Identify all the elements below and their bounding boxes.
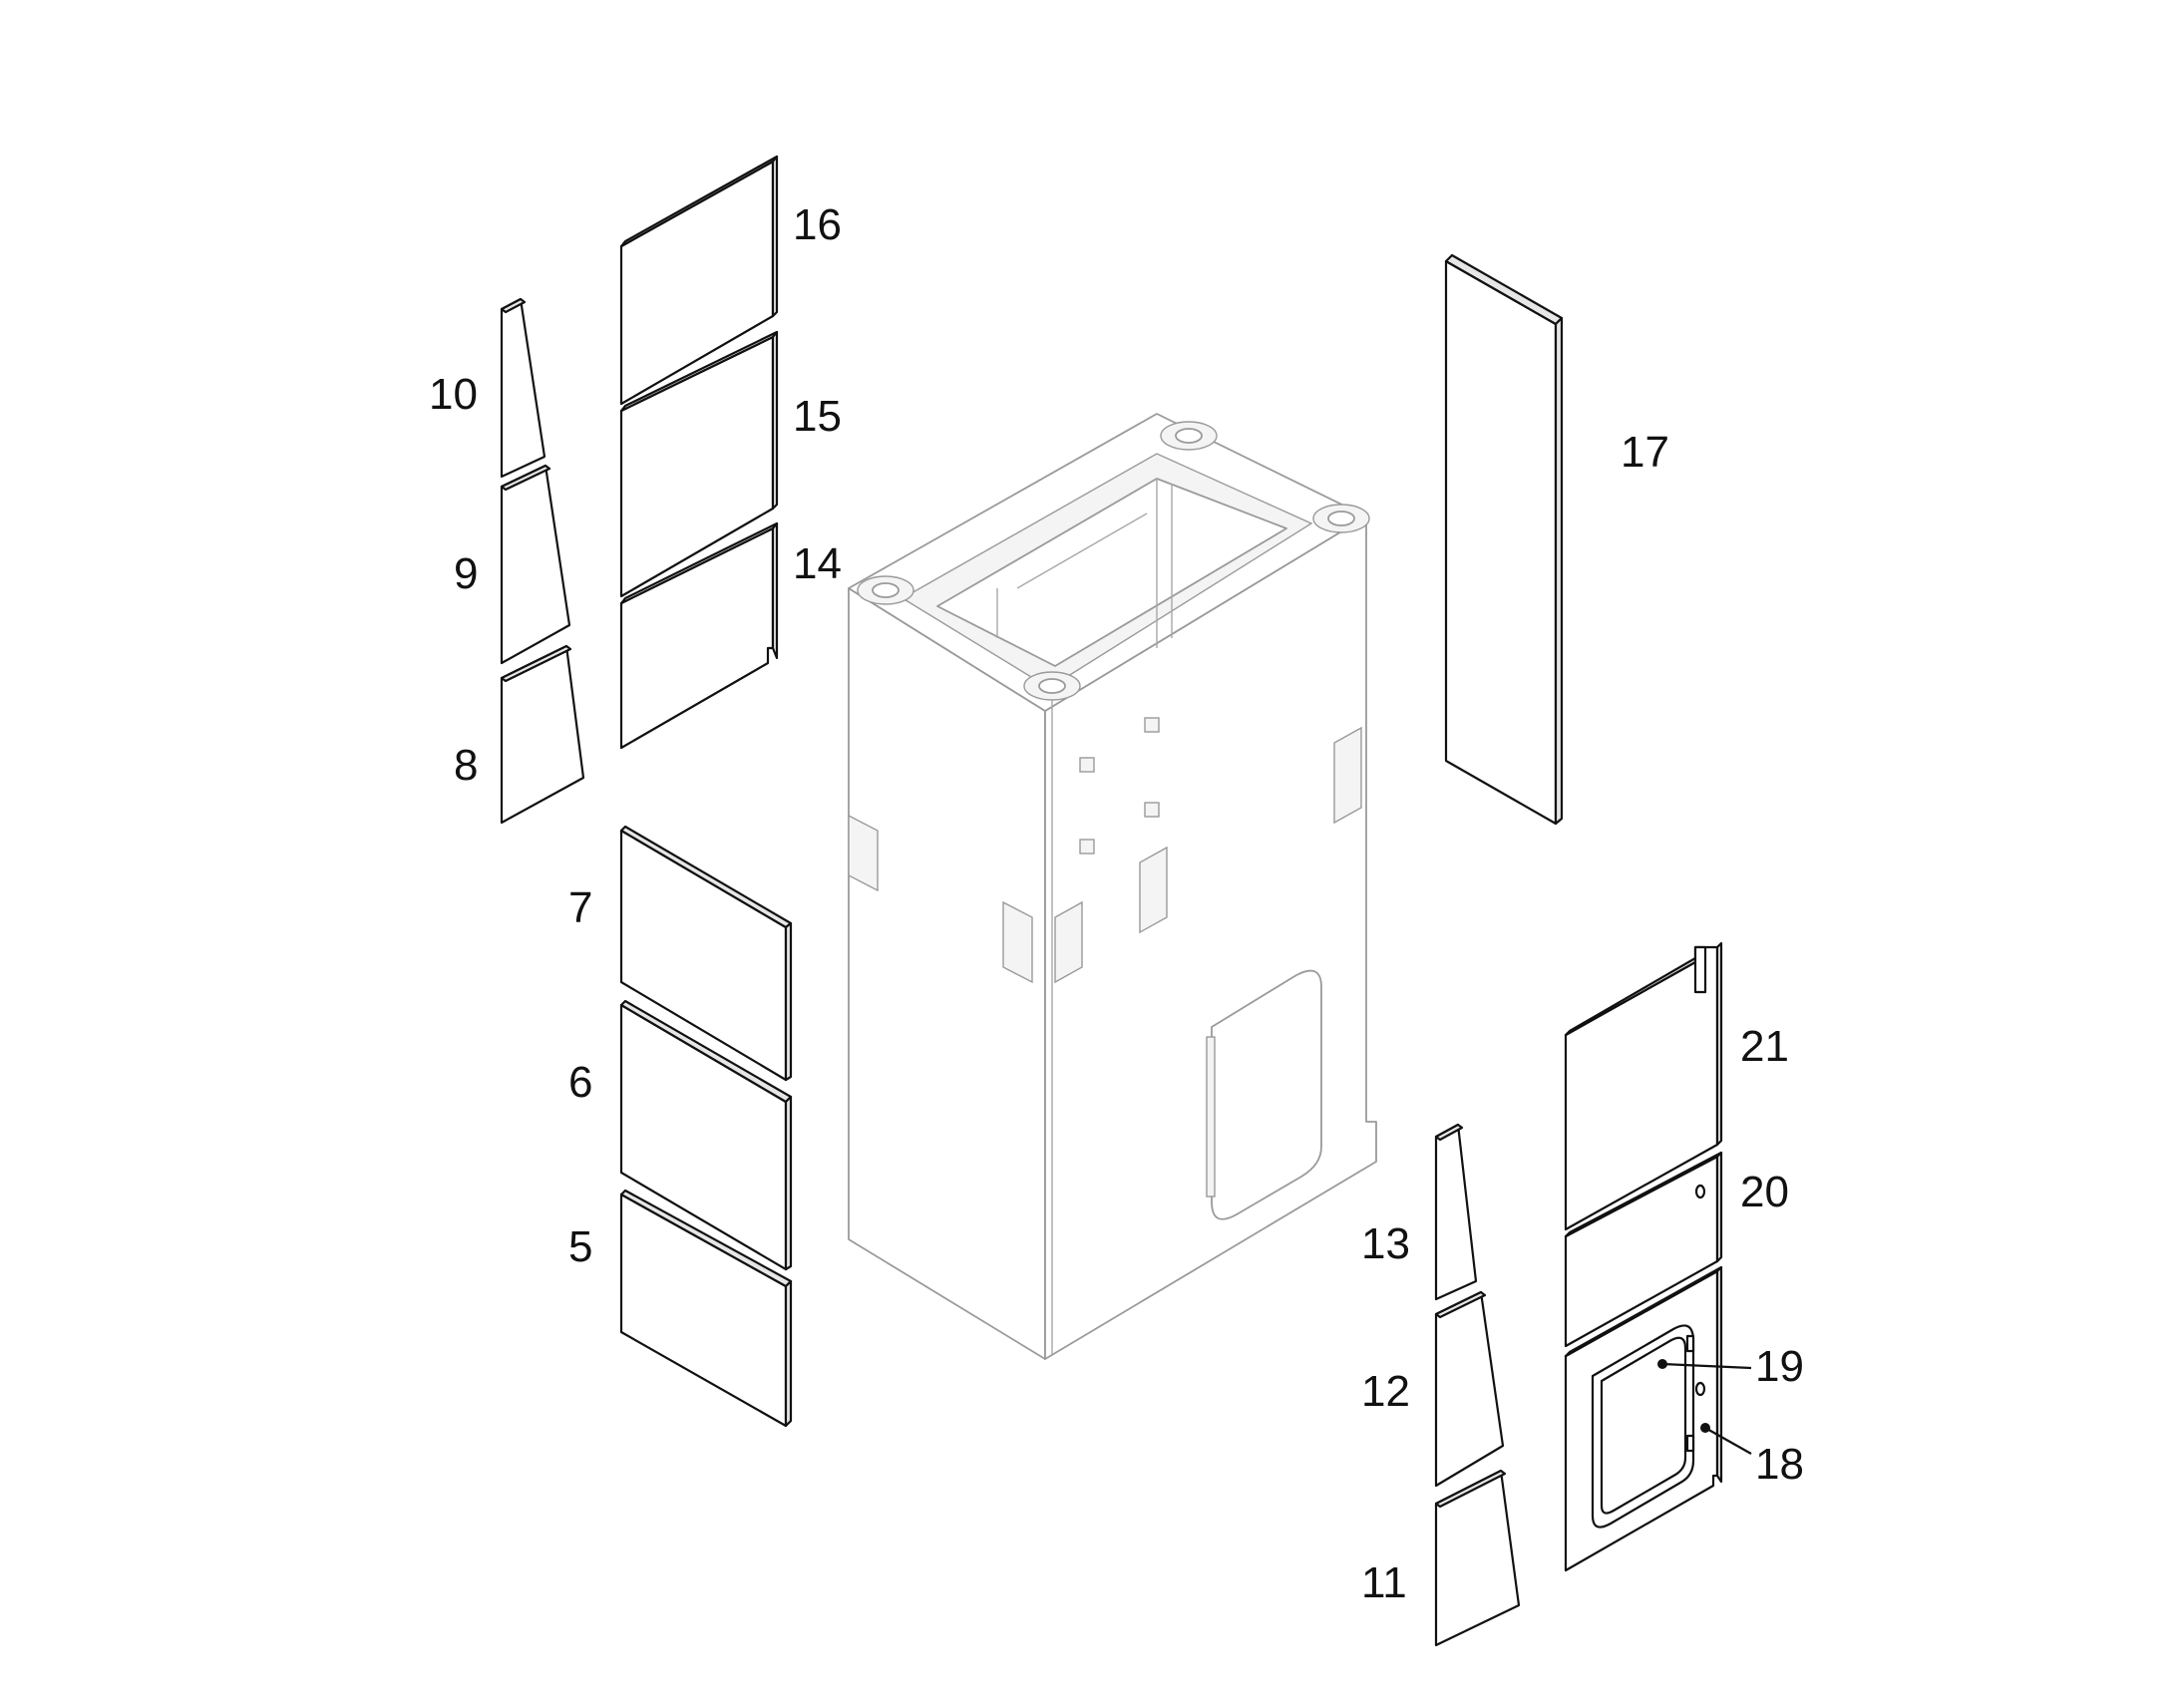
panel-14 bbox=[619, 521, 779, 750]
panel-9 bbox=[500, 464, 571, 665]
label-18: 18 bbox=[1755, 1440, 1804, 1489]
label-17: 17 bbox=[1621, 428, 1669, 477]
panel-20 bbox=[1564, 1151, 1723, 1348]
panel-17 bbox=[1444, 253, 1564, 826]
label-12: 12 bbox=[1361, 1367, 1410, 1416]
label-11: 11 bbox=[1361, 1558, 1407, 1607]
label-16: 16 bbox=[793, 200, 842, 249]
panel-11 bbox=[1434, 1469, 1521, 1647]
panel-7 bbox=[619, 825, 793, 1082]
label-21: 21 bbox=[1740, 1022, 1789, 1071]
label-9: 9 bbox=[454, 549, 478, 598]
label-19: 19 bbox=[1755, 1342, 1804, 1391]
panel-13 bbox=[1434, 1123, 1478, 1301]
leader-18 bbox=[1700, 1423, 1752, 1455]
panel-21 bbox=[1564, 941, 1723, 1231]
label-7: 7 bbox=[568, 883, 592, 932]
panel-15 bbox=[619, 330, 779, 598]
cabinet-frame bbox=[848, 413, 1377, 1360]
label-10: 10 bbox=[429, 370, 478, 419]
label-20: 20 bbox=[1740, 1168, 1789, 1216]
panel-6 bbox=[619, 999, 793, 1271]
label-13: 13 bbox=[1361, 1219, 1410, 1268]
door-19 bbox=[1591, 1324, 1706, 1529]
panel-16 bbox=[619, 155, 779, 406]
label-6: 6 bbox=[568, 1058, 592, 1107]
leader-19 bbox=[1657, 1359, 1752, 1370]
panel-5 bbox=[619, 1189, 793, 1428]
label-5: 5 bbox=[568, 1222, 592, 1271]
label-8: 8 bbox=[454, 741, 478, 790]
panel-8 bbox=[500, 644, 585, 825]
panel-12 bbox=[1434, 1290, 1505, 1488]
panel-10 bbox=[500, 297, 546, 479]
label-14: 14 bbox=[793, 539, 842, 588]
label-15: 15 bbox=[793, 392, 842, 441]
